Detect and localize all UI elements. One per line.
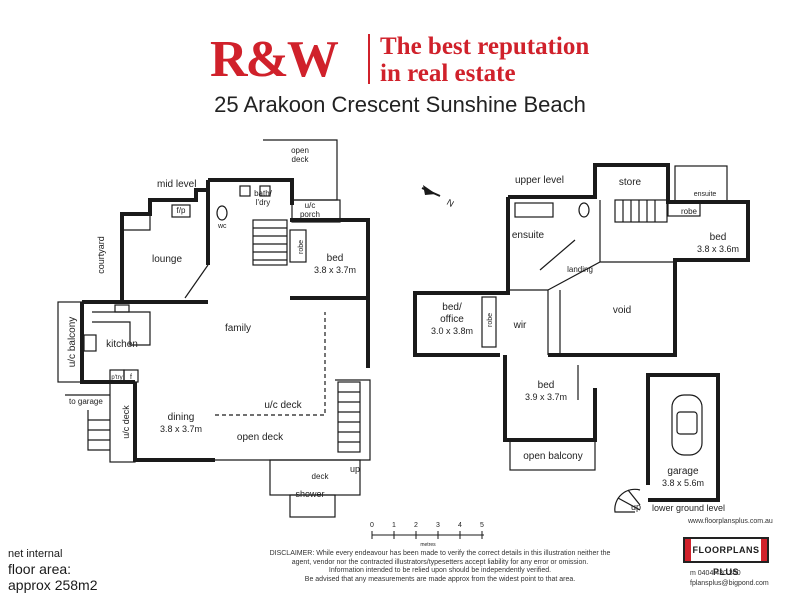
level-label-upper: upper level [515, 175, 564, 186]
room-pantry: p'try [111, 375, 122, 381]
scale-tick-5: 5 [480, 522, 484, 529]
room-uc-deck-left: u/c deck [121, 405, 131, 439]
property-address: 25 Arakoon Crescent Sunshine Beach [214, 92, 586, 117]
room-courtyard: courtyard [96, 236, 106, 274]
room-shower: shower [295, 489, 324, 499]
room-fp: f/p [177, 206, 186, 215]
room-bed-office-name-2: office [440, 314, 464, 325]
tagline-line-1: The best reputation [380, 33, 590, 60]
room-uc-porch-2: porch [300, 210, 320, 219]
room-family: family [225, 323, 251, 334]
room-open-deck-top-1: open [291, 146, 309, 155]
room-bath-1: bath/ [254, 189, 273, 198]
room-bed-lower-name: bed [538, 380, 555, 391]
level-label-lower: lower ground level [652, 503, 725, 513]
room-wir: wir [513, 320, 527, 331]
room-open-deck: open deck [237, 432, 284, 443]
label-up-garage: up [631, 502, 641, 512]
room-ensuite: ensuite [512, 230, 545, 241]
brand-divider [368, 34, 370, 84]
room-to-garage: to garage [69, 397, 103, 406]
scale-tick-1: 1 [392, 522, 396, 529]
scale-tick-3: 3 [436, 522, 440, 529]
room-bed-office-name-1: bed/ [442, 302, 462, 313]
room-uc-balcony: u/c balcony [67, 317, 78, 368]
room-void: void [613, 305, 631, 316]
disclaimer-line-1: DISCLAIMER: While every endeavour has be… [269, 550, 611, 557]
brand-logo: R&W [210, 31, 339, 88]
level-label-mid: mid level [157, 179, 196, 190]
room-wc: wc [217, 223, 227, 230]
logo-bar-left [685, 539, 691, 561]
scale-tick-2: 2 [414, 522, 418, 529]
room-dining-size: 3.8 x 3.7m [160, 424, 202, 434]
room-store: store [619, 177, 642, 188]
room-garage-size: 3.8 x 5.6m [662, 478, 704, 488]
room-bed-office-size: 3.0 x 3.8m [431, 326, 473, 336]
disclaimer-line-2: agent, vendor nor the contracted illustr… [291, 558, 589, 566]
garage-walls [646, 373, 720, 502]
room-ensuite-small: ensuite [694, 191, 717, 198]
net-area-line-1: net internal [8, 548, 63, 560]
room-robe-mid: robe [298, 240, 305, 254]
net-area-line-3: approx 258m2 [8, 577, 98, 593]
logo-bar-right [761, 539, 767, 561]
label-up-deck: up [350, 464, 360, 474]
disclaimer-line-4: Be advised that any measurements are mad… [304, 575, 576, 583]
room-open-balcony: open balcony [523, 451, 583, 462]
room-bed-lower-size: 3.9 x 3.7m [525, 392, 567, 402]
floorplans-email: fplansplus@bigpond.com [690, 580, 769, 587]
room-dining-name: dining [168, 412, 195, 423]
tagline-line-2: in real estate [380, 60, 516, 87]
floorplans-logo-text: FLOORPLANS PLUS [692, 545, 760, 577]
scale-tick-4: 4 [458, 522, 462, 529]
room-kitchen: kitchen [106, 339, 138, 350]
disclaimer: DISCLAIMER: While every endeavour has be… [255, 550, 625, 584]
room-fridge: f [130, 374, 132, 381]
room-bed-upper-name: bed [710, 232, 727, 243]
room-robe-office: robe [487, 313, 494, 327]
room-robe-upper: robe [681, 207, 698, 216]
net-area-line-2: floor area: [8, 561, 72, 577]
room-bed-mid-name: bed [327, 253, 344, 264]
room-bed-upper-size: 3.8 x 3.6m [697, 244, 739, 254]
scale-unit: metres [420, 542, 436, 548]
scale-tick-0: 0 [370, 522, 374, 529]
room-bed-mid-size: 3.8 x 3.7m [314, 265, 356, 275]
room-lounge: lounge [152, 254, 182, 265]
floorplans-logo: FLOORPLANS PLUS [683, 537, 769, 577]
room-landing: landing [567, 265, 593, 274]
room-open-deck-top-2: deck [292, 155, 310, 164]
room-uc-deck-mid: u/c deck [264, 400, 302, 411]
room-uc-porch-1: u/c [305, 201, 316, 210]
room-garage-name: garage [667, 466, 699, 477]
room-bath-2: l'dry [256, 198, 270, 207]
room-deck: deck [312, 472, 330, 481]
brand-tagline: The best reputation in real estate [380, 33, 589, 87]
scale-bar [371, 531, 484, 539]
compass-n: N [445, 197, 456, 209]
floorplans-phone: m 0404 430 300 [690, 570, 741, 577]
net-floor-area: net internal floor area: approx 258m2 [8, 548, 98, 593]
floorplans-website: www.floorplansplus.com.au [688, 518, 773, 525]
disclaimer-line-3: Information intended to be relied upon s… [328, 567, 552, 575]
